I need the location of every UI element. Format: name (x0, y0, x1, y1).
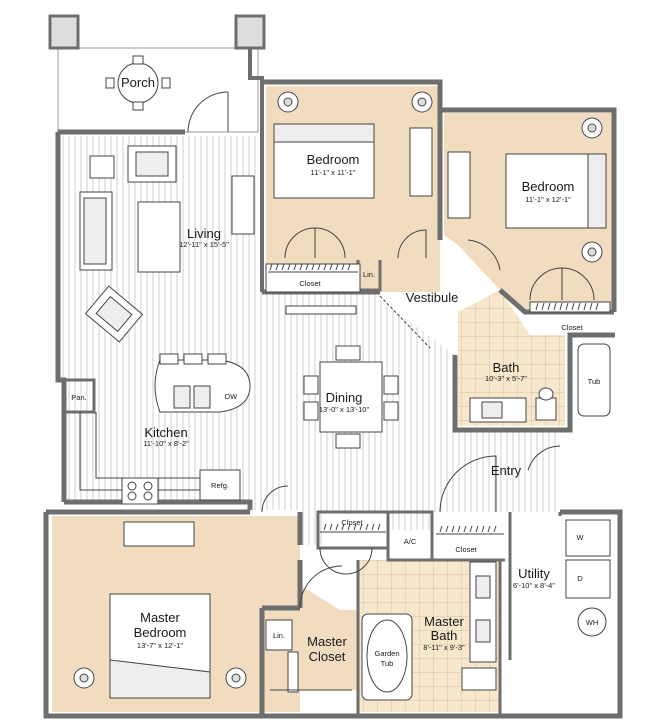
kitchen-label: Kitchen (144, 425, 187, 440)
porch-label: Porch (121, 75, 155, 90)
closet-bed2-label: Closet (561, 323, 583, 332)
bedroom1-label: Bedroom (307, 152, 360, 167)
bedroom2-dims: 11'-1" x 12'-1" (525, 195, 571, 204)
porch-floor (57, 47, 259, 133)
kitchen-dims: 11'-10" x 8'-2" (143, 439, 189, 448)
tub-label: Tub (588, 377, 601, 386)
garden-tub-label-2: Tub (381, 659, 394, 668)
coffee-table-icon (137, 201, 181, 273)
washer-icon (565, 519, 611, 557)
pantry-label: Pan. (71, 393, 86, 402)
tub-icon (577, 343, 611, 417)
dining-dims: 13'-0" x 13'-10" (319, 405, 370, 414)
room-labels: Porch Living 12'-11" x 15'-5" Bedroom 11… (121, 75, 574, 664)
toilet-icon (535, 397, 557, 421)
master-bedroom-label-1: Master (140, 610, 180, 625)
walls (43, 14, 623, 719)
stove-icon (121, 477, 159, 505)
dishwasher-label: DW (225, 392, 238, 401)
ac-label: A/C (404, 537, 417, 546)
water-heater-label: WH (586, 618, 599, 627)
master-closet-label-2: Closet (309, 649, 346, 664)
utility-dims: 6'-10" x 8'-4" (513, 581, 555, 590)
fixture-labels: Closet Closet Closet Closet Lin. Lin. Pa… (71, 270, 600, 668)
closet-bed1-label: Closet (299, 279, 321, 288)
living-label: Living (187, 226, 221, 241)
dryer-icon (565, 559, 611, 599)
bedroom1-dims: 11'-1" x 11'-1" (310, 168, 355, 177)
garden-tub-label-1: Garden (374, 649, 399, 658)
water-heater-icon (577, 607, 607, 637)
utility-label: Utility (518, 566, 550, 581)
dining-table-icon (319, 361, 383, 433)
master-bedroom-label-2: Bedroom (134, 625, 187, 640)
vestibule-label: Vestibule (406, 290, 459, 305)
bedroom2-label: Bedroom (522, 179, 575, 194)
master-bath-dims: 8'-11" x 9'-3" (423, 643, 465, 652)
furniture (73, 55, 611, 701)
linen-bed-label: Lin. (363, 270, 375, 279)
armchair-icon (89, 155, 115, 179)
closet-dining-label: Closet (341, 518, 363, 527)
master-bedroom-dims: 13'-7" x 12'-1" (137, 641, 183, 650)
refrigerator-icon (199, 469, 241, 501)
washer-label: W (576, 533, 584, 542)
master-closet-label-1: Master (307, 634, 347, 649)
tv-console-icon (231, 175, 255, 235)
dryer-label: D (577, 574, 583, 583)
entry-label: Entry (491, 463, 522, 478)
bath-floor (458, 290, 565, 426)
bath-label: Bath (493, 360, 520, 375)
bath-dims: 10'-3" x 5'-7" (485, 374, 527, 383)
linen-master-label: Lin. (273, 631, 285, 640)
master-bath-label-1: Master (424, 614, 464, 629)
living-dining-floor (62, 136, 560, 545)
living-dims: 12'-11" x 15'-5" (179, 240, 229, 249)
dining-label: Dining (326, 390, 363, 405)
refrigerator-label: Refg. (211, 481, 229, 490)
closet-entry-label: Closet (455, 545, 477, 554)
master-bath-label-2: Bath (431, 628, 458, 643)
